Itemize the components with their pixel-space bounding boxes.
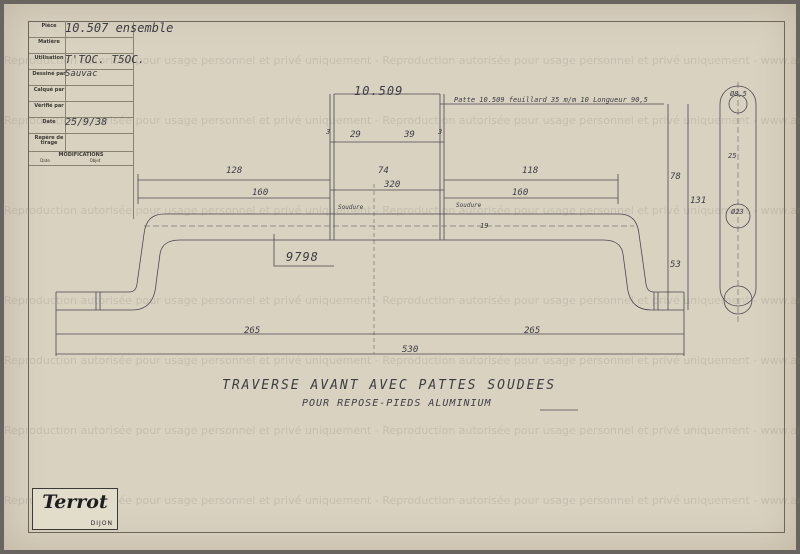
logo-brand: Terrot xyxy=(42,491,108,513)
dim-label: 39 xyxy=(404,130,415,140)
leader-line xyxy=(273,234,334,267)
watermark-row: Reproduction autorisée pour usage person… xyxy=(4,294,800,307)
dim-label: 160 xyxy=(512,188,529,198)
dim-label: 160 xyxy=(252,188,269,198)
dim-label: 265 xyxy=(244,326,261,336)
modifications-objet-label: Objet xyxy=(89,158,101,163)
title-row-value: T'TOC. T5OC. xyxy=(65,53,145,66)
dim-label: 19 xyxy=(480,222,489,230)
dim-label: 53 xyxy=(670,260,681,270)
title-row-label: Calqué par xyxy=(33,87,65,93)
title-row-verifie: Vérifié par xyxy=(29,101,133,118)
dim-label: 131 xyxy=(690,196,707,206)
title-row-label: Matière xyxy=(38,39,60,45)
title-row-value: 25/9/38 xyxy=(65,117,108,128)
tube-outline xyxy=(56,213,684,293)
dim-label: 29 xyxy=(350,130,361,140)
drawing-caption: TRAVERSE AVANT AVEC PATTES SOUDEES xyxy=(222,378,557,393)
title-row-label: Date xyxy=(42,119,56,125)
dim-label: 118 xyxy=(522,166,539,176)
modifications-header: MODIFICATIONS Date Objet xyxy=(29,151,133,166)
tube-drawing xyxy=(55,82,757,411)
dim-label: 25 xyxy=(728,152,737,160)
tube-ref-label: 9798 xyxy=(286,250,319,264)
terrot-logo: Terrot DIJON xyxy=(32,488,118,530)
title-row-value: 10.507 ensemble xyxy=(65,21,174,35)
dim-label: 128 xyxy=(226,166,243,176)
weld-left-label: Soudure xyxy=(338,204,364,211)
title-row-label: Vérifié par xyxy=(34,103,64,109)
drawing-frame xyxy=(28,21,785,533)
drawing-sheet: Reproduction autorisée pour usage person… xyxy=(4,4,800,550)
part-ref-label: 10.509 xyxy=(354,84,404,98)
weld-right-label: Soudure xyxy=(456,202,482,209)
dim-label: 3 xyxy=(438,128,443,136)
title-row-value: Sauvac xyxy=(65,69,98,79)
watermark-row: Reproduction autorisée pour usage person… xyxy=(4,424,800,437)
watermark-row: Reproduction autorisée pour usage person… xyxy=(4,54,800,67)
title-block-divider xyxy=(65,21,66,151)
dim-label: 265 xyxy=(524,326,541,336)
dim-label: Ø8,5 xyxy=(730,90,747,98)
title-row-label: Repère de tirage xyxy=(34,135,64,146)
drawing-caption-sub: POUR REPOSE-PIEDS ALUMINIUM xyxy=(302,398,492,409)
dim-label: 530 xyxy=(402,345,419,355)
dim-label: 3 xyxy=(326,128,331,136)
title-block-border xyxy=(133,21,134,219)
title-row-repere: Repère de tirage xyxy=(29,133,133,152)
title-row-piece: Pièce 10.507 ensemble xyxy=(29,21,173,38)
title-row-dessine: Dessiné par Sauvac xyxy=(29,69,133,86)
logo-city: DIJON xyxy=(90,520,113,527)
title-row-matiere: Matière xyxy=(29,37,133,54)
title-row-label: Dessiné par xyxy=(32,71,66,77)
title-row-label: Utilisation xyxy=(34,55,64,61)
dim-label: 74 xyxy=(378,166,389,176)
modifications-date-label: Date xyxy=(40,158,50,163)
title-row-calque: Calqué par xyxy=(29,85,133,102)
watermark-row: Reproduction autorisée pour usage person… xyxy=(4,114,800,127)
title-row-utilisation: Utilisation T'TOC. T5OC. xyxy=(29,53,144,70)
title-row-label: Pièce xyxy=(41,23,57,29)
tab-spec-note: Patte 10.509 feuillard 35 m/m 10 Longueu… xyxy=(454,96,648,104)
watermark-row: Reproduction autorisée pour usage person… xyxy=(4,494,800,507)
title-row-date: Date 25/9/38 xyxy=(29,117,133,134)
dim-label: 320 xyxy=(384,180,401,190)
tube-outline xyxy=(56,239,684,311)
dim-label: 78 xyxy=(670,172,681,182)
dim-label: Ø23 xyxy=(731,208,744,216)
watermark-row: Reproduction autorisée pour usage person… xyxy=(4,354,800,367)
modifications-title: MODIFICATIONS xyxy=(58,152,104,158)
